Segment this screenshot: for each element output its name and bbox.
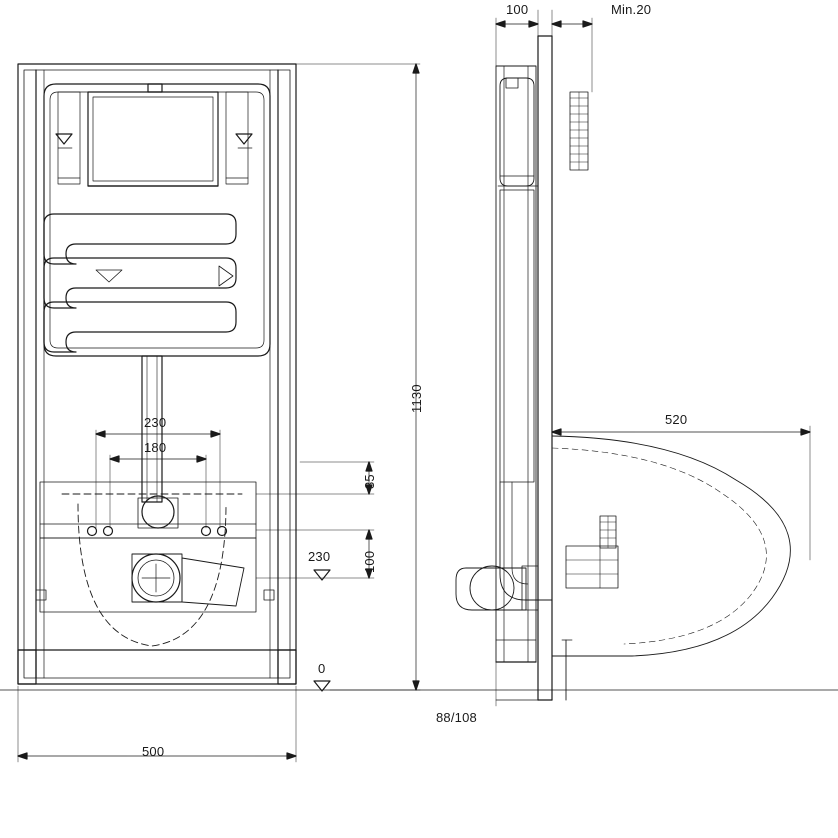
- dimension-label-35: 35: [362, 474, 377, 489]
- dimension-label-1130: 1130: [409, 384, 424, 413]
- dimension-label-520: 520: [665, 412, 688, 427]
- dimension-label-100-depth: 100: [506, 2, 529, 17]
- dimension-label-500: 500: [142, 744, 165, 759]
- dimension-label-100-bowl: 100: [362, 550, 377, 573]
- dimension-label-230-outer: 230: [144, 415, 167, 430]
- dimension-label-180: 180: [144, 440, 167, 455]
- dimension-label-0-datum: 0: [318, 661, 326, 676]
- dimension-label-88-108: 88/108: [436, 710, 477, 725]
- dimension-label-230-height: 230: [308, 549, 331, 564]
- dimension-label-min20: Min.20: [611, 2, 652, 17]
